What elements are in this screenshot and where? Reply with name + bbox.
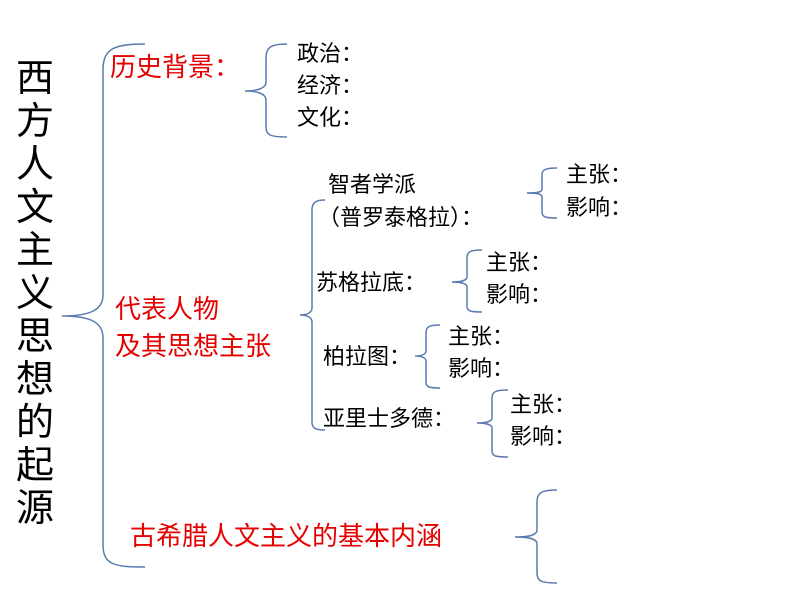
socrates-brace: [451, 249, 483, 313]
aristotle-name: 亚里士多德：: [323, 406, 456, 431]
background-culture: 文化：: [297, 105, 364, 130]
socrates-name: 苏格拉底：: [316, 270, 427, 295]
main-brace: [61, 43, 146, 568]
socrates-influence: 影响：: [486, 282, 553, 307]
connotation-label: 古希腊人文主义的基本内涵: [130, 522, 443, 551]
sophists-brace: [526, 167, 558, 219]
sophists-name: 智者学派: [328, 172, 417, 197]
aristotle-claim: 主张：: [510, 392, 577, 417]
sophists-claim: 主张：: [566, 162, 633, 187]
background-label: 历史背景：: [110, 53, 241, 82]
aristotle-brace: [476, 389, 509, 458]
connotation-brace: [514, 489, 558, 584]
aristotle-influence: 影响：: [510, 424, 577, 449]
plato-name: 柏拉图：: [323, 344, 412, 369]
socrates-claim: 主张：: [486, 250, 553, 275]
background-politics: 政治：: [297, 41, 364, 66]
sophists-influence: 影响：: [566, 195, 633, 220]
sophists-protagoras: （普罗泰格拉）：: [318, 205, 484, 230]
background-economy: 经济：: [297, 73, 364, 98]
representatives-label-1: 代表人物: [115, 295, 220, 324]
plato-influence: 影响：: [448, 356, 515, 381]
plato-claim: 主张：: [448, 324, 515, 349]
background-brace: [244, 43, 288, 138]
representatives-brace: [299, 199, 326, 431]
plato-brace: [414, 324, 441, 389]
main-title: 西方人文主义思想的起源: [15, 58, 54, 530]
representatives-label-2: 及其思想主张: [115, 332, 272, 361]
